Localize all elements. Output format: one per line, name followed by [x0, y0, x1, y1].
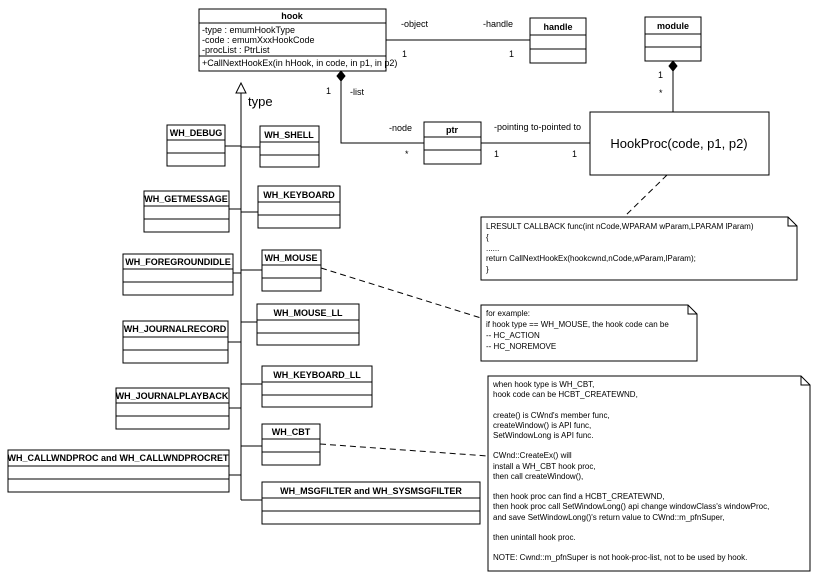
hookproc-box[interactable]: HookProc(code, p1, p2) [589, 111, 770, 176]
class-wh-keyboard[interactable]: WH_KEYBOARD [257, 185, 341, 229]
note-cbt-line: then hook proc can find a HCBT_CREATEWND… [493, 492, 664, 501]
svg-text:WH_MOUSE: WH_MOUSE [264, 253, 317, 263]
class-wh-journalrecord[interactable]: WH_JOURNALRECORD [122, 320, 229, 364]
mult-ptr-proc-a: 1 [494, 149, 499, 159]
svg-text:WH_GETMESSAGE: WH_GETMESSAGE [144, 194, 228, 204]
note-cbt-line: install a WH_CBT hook proc, [493, 462, 596, 471]
class-wh-debug[interactable]: WH_DEBUG [166, 124, 226, 167]
note-mouse: for example: if hook type == WH_MOUSE, t… [320, 267, 698, 362]
svg-text:WH_MOUSE_LL: WH_MOUSE_LL [273, 308, 343, 318]
association-ptr-hookproc: -pointing to-pointed to 1 1 [481, 122, 590, 159]
svg-text:WH_MSGFILTER and WH_SYSMSGFILT: WH_MSGFILTER and WH_SYSMSGFILTER [280, 486, 462, 496]
generalization-tree: type [225, 81, 273, 501]
svg-text:WH_CBT: WH_CBT [272, 427, 311, 437]
note-cbt-line: create() is CWnd's member func, [493, 411, 610, 420]
svg-text:......: ...... [486, 244, 499, 253]
ptr-class[interactable]: ptr [423, 121, 482, 165]
svg-text:for example:: for example: [486, 309, 530, 318]
svg-text:WH_JOURNALRECORD: WH_JOURNALRECORD [124, 324, 227, 334]
mult-hook-handle-a: 1 [402, 49, 407, 59]
hook-class-name: hook [281, 11, 303, 21]
association-module-hookproc: 1 * [658, 60, 678, 112]
mult-hook-handle-b: 1 [509, 49, 514, 59]
inheritance-arrowhead [235, 81, 247, 94]
role-pointing-to: -pointing to-pointed to [494, 122, 581, 132]
note-cbt-line: CWnd::CreateEx() will [493, 451, 572, 460]
role-handle: -handle [483, 19, 513, 29]
note-cbt-line: then unintall hook proc. [493, 533, 576, 542]
svg-text:LRESULT CALLBACK func(int nCod: LRESULT CALLBACK func(int nCode,WPARAM w… [486, 222, 754, 231]
composition-diamond-hook [336, 70, 346, 82]
class-wh-getmessage[interactable]: WH_GETMESSAGE [143, 190, 230, 233]
class-wh-cbt[interactable]: WH_CBT [261, 423, 321, 466]
svg-text:WH_SHELL: WH_SHELL [264, 130, 314, 140]
svg-text:-- HC_NOREMOVE: -- HC_NOREMOVE [486, 342, 556, 351]
hook-op-callnexthookex: +CallNextHookEx(in hHook, in code, in p1… [202, 58, 397, 68]
hook-attr-proclist: -procList : PtrList [202, 45, 270, 55]
class-wh-shell[interactable]: WH_SHELL [259, 125, 320, 168]
note-cbt-line: when hook type is WH_CBT, [492, 380, 594, 389]
note-callback: LRESULT CALLBACK func(int nCode,WPARAM w… [480, 174, 798, 281]
note-cbt-line: then call createWindow(), [493, 472, 583, 481]
svg-text:WH_JOURNALPLAYBACK: WH_JOURNALPLAYBACK [116, 391, 229, 401]
module-class-name: module [657, 21, 689, 31]
note-cbt-line: and save SetWindowLong()'s return value … [493, 513, 724, 522]
mult-hook-list: 1 [326, 86, 331, 96]
svg-text:return CallNextHookEx(hookcwnd: return CallNextHookEx(hookcwnd,nCode,wPa… [486, 254, 696, 263]
ptr-class-name: ptr [446, 125, 458, 135]
class-wh-msgfilter[interactable]: WH_MSGFILTER and WH_SYSMSGFILTER [261, 481, 481, 525]
mult-ptr-proc-b: 1 [572, 149, 577, 159]
note-cbt-line: then hook proc call SetWindowLong() api … [493, 502, 769, 511]
svg-text:WH_KEYBOARD_LL: WH_KEYBOARD_LL [273, 370, 361, 380]
type-label: type [248, 94, 273, 109]
mult-ptr-node: * [405, 149, 409, 159]
mult-module-proc: * [659, 88, 663, 98]
association-hook-ptr: 1 -list -node * [326, 70, 424, 159]
class-wh-keyboard-ll[interactable]: WH_KEYBOARD_LL [261, 365, 373, 408]
hookproc-label: HookProc(code, p1, p2) [610, 136, 747, 151]
mult-module: 1 [658, 70, 663, 80]
class-wh-foregroundidle[interactable]: WH_FOREGROUNDIDLE [122, 253, 234, 296]
role-object: -object [401, 19, 429, 29]
role-node: -node [389, 123, 412, 133]
role-list: -list [350, 87, 364, 97]
svg-text:}: } [486, 265, 489, 274]
composition-diamond-module [668, 60, 678, 72]
svg-text:WH_KEYBOARD: WH_KEYBOARD [263, 190, 335, 200]
association-hook-handle: -object -handle 1 1 [386, 19, 530, 59]
class-wh-mouse[interactable]: WH_MOUSE [261, 249, 322, 292]
handle-class[interactable]: handle [529, 17, 587, 64]
note-cbt-line: NOTE: Cwnd::m_pfnSuper is not hook-proc-… [493, 553, 747, 562]
note-cbt-line: hook code can be HCBT_CREATEWND, [493, 390, 638, 399]
module-class[interactable]: module [644, 16, 702, 62]
hook-attr-type: -type : emumHookType [202, 25, 295, 35]
svg-text:if hook type == WH_MOUSE, the: if hook type == WH_MOUSE, the hook code … [486, 320, 669, 329]
class-wh-journalplayback[interactable]: WH_JOURNALPLAYBACK [115, 387, 230, 430]
svg-text:WH_DEBUG: WH_DEBUG [170, 128, 223, 138]
svg-text:{: { [486, 233, 489, 242]
note-cbt-line: SetWindowLong is API func. [493, 431, 594, 440]
hook-attr-code: -code : emumXxxHookCode [202, 35, 315, 45]
class-wh-mouse-ll[interactable]: WH_MOUSE_LL [256, 303, 360, 346]
hook-class[interactable]: hook -type : emumHookType -code : emumXx… [198, 8, 397, 72]
class-wh-callwndproc[interactable]: WH_CALLWNDPROC and WH_CALLWNDPROCRET [7, 449, 230, 493]
svg-text:WH_CALLWNDPROC and WH_CALLWNDP: WH_CALLWNDPROC and WH_CALLWNDPROCRET [8, 453, 229, 463]
note-cbt-line: createWindow() is API func, [493, 421, 591, 430]
handle-class-name: handle [543, 22, 572, 32]
svg-text:WH_FOREGROUNDIDLE: WH_FOREGROUNDIDLE [125, 257, 231, 267]
note-cbt: when hook type is WH_CBT,hook code can b… [319, 375, 811, 572]
svg-text:-- HC_ACTION: -- HC_ACTION [486, 331, 540, 340]
